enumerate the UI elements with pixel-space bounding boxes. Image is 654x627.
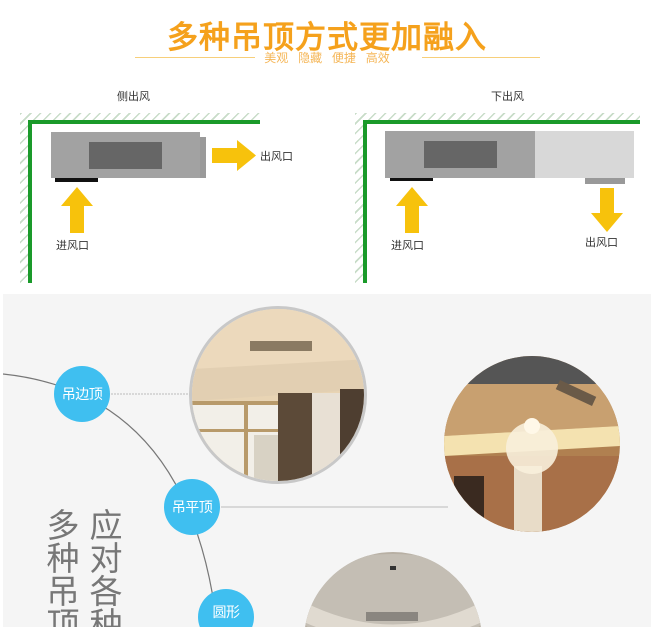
ceiling-hatch [20,113,260,121]
photo-side-ceiling [189,306,367,484]
vtext-char: 对 [89,539,123,578]
wall-line [28,120,32,283]
inlet-grille [390,178,433,181]
diagram-title: 下出风 [491,90,524,103]
ac-unit-panel [424,141,497,168]
inlet-label: 进风口 [56,239,89,252]
vertical-text-col1: 多 种 吊 顶 [43,509,83,627]
ceiling-line [28,120,260,124]
wall-line [363,120,367,283]
photo-flat-ceiling [444,356,620,532]
ceiling-type-round[interactable]: 圆形 [198,589,254,627]
vtext-char: 顶 [46,605,80,627]
ceiling-line [363,120,640,124]
vtext-char: 吊 [46,572,80,611]
outlet-label: 出风口 [260,150,293,163]
diagram-title: 侧出风 [117,90,150,103]
vertical-text-col2: 应 对 各 种 [86,509,126,627]
ac-unit-duct [535,131,634,178]
ceiling-hatch [355,113,640,121]
connector-curve [3,373,448,627]
vtext-char: 种 [89,605,123,627]
outlet-arrow-right-icon [212,140,256,171]
ac-unit-side-flap [200,137,206,178]
inlet-grille [55,178,98,182]
wall-hatch [20,113,28,283]
vtext-char: 各 [89,572,123,611]
wall-hatch [355,113,363,283]
vtext-char: 应 [89,506,123,545]
inlet-arrow-up-icon [61,187,93,233]
subtitle-left-rule [135,57,255,58]
vtext-char: 多 [46,506,80,545]
outlet-arrow-down-icon [591,188,623,232]
subtitle: 美观 隐藏 便捷 高效 [264,51,390,65]
vtext-char: 种 [46,539,80,578]
subtitle-row: 美观 隐藏 便捷 高效 [0,49,654,65]
ceiling-types-panel: 吊边顶 吊平顶 圆形 多 种 吊 顶 应 对 各 种 [3,294,651,627]
subtitle-right-rule [422,57,540,58]
ceiling-type-side[interactable]: 吊边顶 [54,366,110,422]
outlet-grille [585,178,625,184]
ac-unit-panel [89,142,162,169]
inlet-label: 进风口 [391,239,424,252]
outlet-label: 出风口 [585,236,618,249]
ceiling-type-flat[interactable]: 吊平顶 [164,479,220,535]
page-title: 多种吊顶方式更加融入 [167,20,487,56]
inlet-arrow-up-icon [396,187,428,233]
